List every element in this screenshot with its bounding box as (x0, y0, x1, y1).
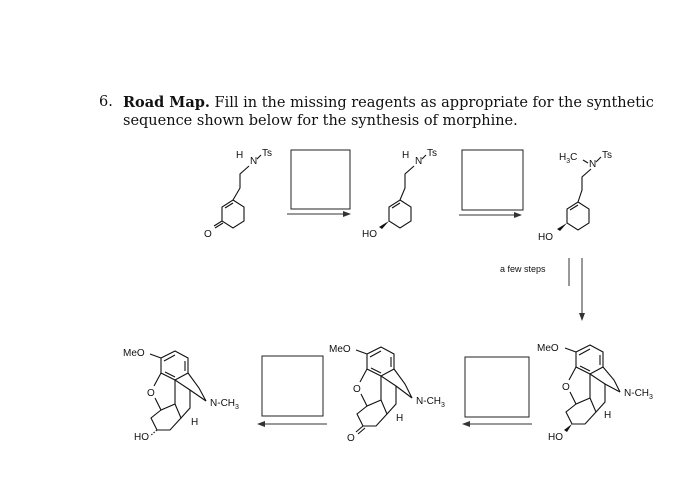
compound-1-enone: H N Ts O (204, 148, 272, 240)
atom-o-5b: O (347, 433, 355, 444)
ring-1 (221, 199, 245, 229)
atom-o-4: O (562, 382, 570, 393)
ring-3 (566, 201, 590, 231)
ts-label-2: Ts (427, 148, 437, 159)
reagent-box-3[interactable] (464, 356, 530, 418)
atom-ho-2: HO (362, 229, 377, 240)
compound-3-n-methyl: H3C N Ts HO (538, 150, 612, 243)
reagent-box-2[interactable] (461, 149, 524, 211)
atom-o-1: O (204, 229, 212, 240)
h3c-label: H3C (559, 152, 577, 165)
compound-5-ketone: MeO O N-CH3 H O (329, 344, 445, 444)
ts-label-3: Ts (602, 150, 612, 161)
reagent-box-4[interactable] (261, 355, 324, 417)
ring-2 (388, 199, 412, 229)
question-title: Road Map. (123, 94, 210, 111)
ts-label-1: Ts (262, 148, 272, 159)
question-line-1: Road Map. Fill in the missing reagents a… (123, 93, 654, 113)
meo-label-6: MeO (123, 348, 145, 359)
atom-h-1: H (236, 150, 243, 161)
atom-ho-4: HO (548, 432, 563, 443)
question-number: 6. (99, 94, 113, 110)
compound-2-allylic-alcohol: H N Ts HO (362, 148, 437, 240)
nch3-label-6: N-CH3 (210, 398, 239, 411)
meo-label-5: MeO (329, 344, 351, 355)
few-steps-label: a few steps (500, 264, 546, 274)
compound-4-morphinan: MeO O N-CH3 H HO (537, 343, 653, 443)
nch3-label-4: N-CH3 (624, 388, 653, 401)
atom-h-4: H (604, 410, 611, 421)
atom-o-6: O (147, 388, 155, 399)
meo-label-4: MeO (537, 343, 559, 354)
atom-n-3: N (589, 159, 596, 170)
nch3-label-5: N-CH3 (416, 396, 445, 409)
atom-n-2: N (415, 156, 422, 167)
atom-o-5: O (353, 384, 361, 395)
reagent-box-1[interactable] (290, 149, 351, 210)
atom-h-6: H (191, 417, 198, 428)
atom-n-1: N (250, 156, 257, 167)
atom-ho-3: HO (538, 232, 553, 243)
compound-6-product: MeO O N-CH3 H HO (123, 348, 239, 443)
question-text-line-1: Fill in the missing reagents as appropri… (214, 95, 654, 111)
atom-h-2: H (402, 150, 409, 161)
atom-ho-6: HO (134, 432, 149, 443)
question-text-line-2: sequence shown below for the synthesis o… (123, 113, 518, 129)
atom-h-5: H (396, 413, 403, 424)
